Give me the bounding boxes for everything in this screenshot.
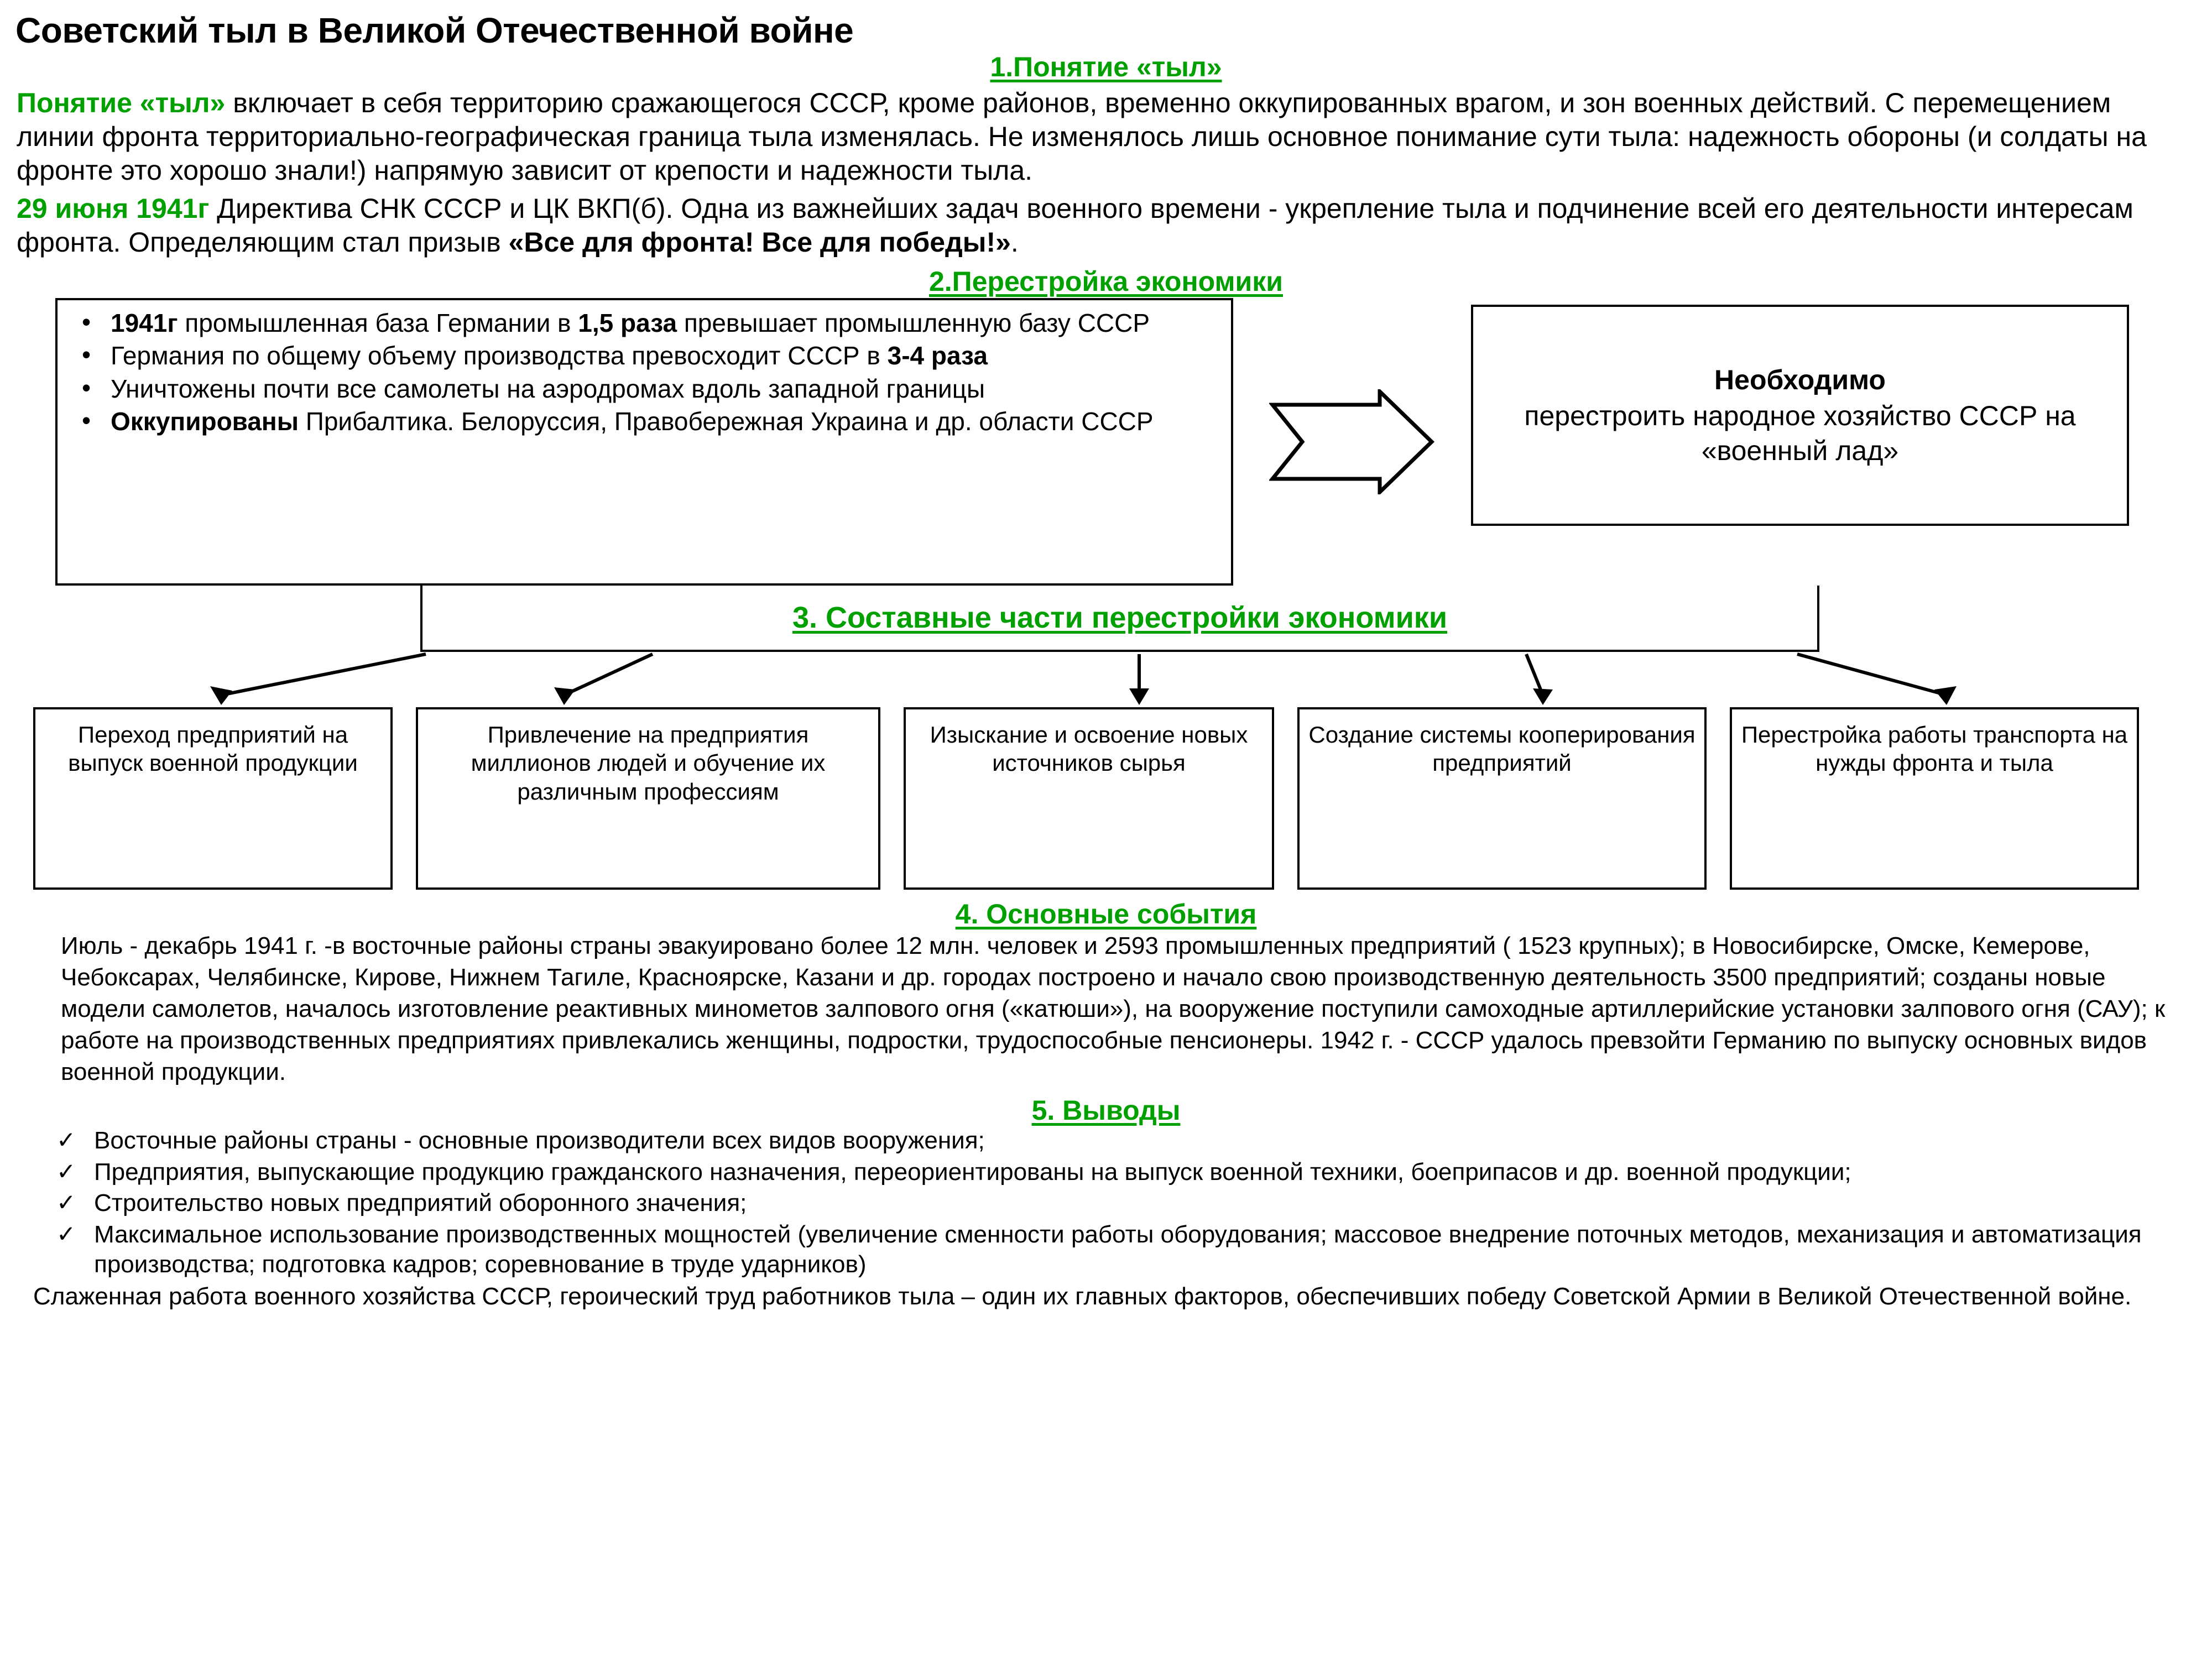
section-heading-2: 2.Перестройка экономики bbox=[928, 265, 1284, 297]
section4-paragraph: Июль - декабрь 1941 г. -в восточные райо… bbox=[61, 932, 2166, 1086]
section1-paragraph-2-tail: . bbox=[1010, 226, 1019, 258]
list-item: 1941г промышленная база Германии в 1,5 р… bbox=[71, 307, 1218, 338]
list-item: Оккупированы Прибалтика. Белоруссия, Пра… bbox=[71, 405, 1218, 437]
conclusions-list: Восточные районы страны - основные произ… bbox=[33, 1126, 2195, 1280]
card-transport-restructuring: Перестройка работы транспорта на нужды ф… bbox=[1730, 707, 2139, 890]
section-heading-1: 1.Понятие «тыл» bbox=[990, 51, 1222, 83]
section3-cards-row: Переход предприятий на выпуск военной пр… bbox=[33, 707, 2201, 890]
bullet-0-mid: промышленная база Германии в bbox=[178, 309, 578, 338]
date-highlight: 29 июня 1941г bbox=[17, 192, 210, 224]
section1-paragraph-1: Понятие «тыл» включает в себя территорию… bbox=[17, 86, 2193, 187]
arrow-cell bbox=[1233, 298, 1471, 586]
bullet-2-mid: Уничтожены почти все самолеты на аэродро… bbox=[111, 374, 985, 403]
list-item: Максимальное использование производствен… bbox=[33, 1220, 2195, 1280]
page-title: Советский тыл в Великой Отечественной во… bbox=[15, 11, 854, 50]
bullet-1-bold-mid: 3-4 раза bbox=[887, 341, 988, 370]
card-1-label: Привлечение на предприятия миллионов люд… bbox=[471, 722, 826, 805]
section-heading-4: 4. Основные события bbox=[955, 899, 1257, 930]
card-0-label: Переход предприятий на выпуск военной пр… bbox=[68, 722, 358, 776]
section1-paragraph-1-body: включает в себя территорию сражающегося … bbox=[17, 87, 2147, 186]
bullet-0-bold-start: 1941г bbox=[111, 309, 178, 338]
slogan-text: «Все для фронта! Все для победы!» bbox=[508, 226, 1011, 258]
term-tyl-highlight: Понятие «тыл» bbox=[17, 87, 226, 118]
bullet-0-end: превышает промышленную базу СССР bbox=[677, 309, 1150, 338]
closing-paragraph: Слаженная работа военного хозяйства СССР… bbox=[33, 1282, 2132, 1310]
card-transition-to-military: Переход предприятий на выпуск военной пр… bbox=[33, 707, 393, 890]
list-item: Уничтожены почти все самолеты на аэродро… bbox=[71, 373, 1218, 404]
necessity-box: Необходимо перестроить народное хозяйств… bbox=[1471, 305, 2129, 526]
card-cooperation-system: Создание системы кооперирования предприя… bbox=[1297, 707, 1707, 890]
card-workforce-training: Привлечение на предприятия миллионов люд… bbox=[416, 707, 880, 890]
list-item: Строительство новых предприятий оборонно… bbox=[33, 1188, 2195, 1219]
section-heading-3: 3. Составные части перестройки экономики bbox=[792, 600, 1448, 634]
economy-problems-box: 1941г промышленная база Германии в 1,5 р… bbox=[55, 298, 1233, 586]
list-item: Восточные районы страны - основные произ… bbox=[33, 1126, 2195, 1156]
section3-band: 3. Составные части перестройки экономики bbox=[420, 586, 1819, 652]
necessity-body: перестроить народное хозяйство СССР на «… bbox=[1524, 400, 2076, 466]
bullet-3-bold-start: Оккупированы bbox=[111, 406, 299, 436]
section2-row: 1941г промышленная база Германии в 1,5 р… bbox=[55, 298, 2202, 586]
section1-paragraph-2: 29 июня 1941г Директива СНК СССР и ЦК ВК… bbox=[17, 192, 2193, 259]
connector-arrows bbox=[210, 652, 1957, 706]
bullet-0-bold-mid: 1,5 раза bbox=[578, 309, 677, 338]
block-arrow-right-icon bbox=[1269, 389, 1435, 495]
necessity-title: Необходимо bbox=[1714, 364, 1886, 395]
card-2-label: Изыскание и освоение новых источников сы… bbox=[930, 722, 1248, 776]
document-page: Советский тыл в Великой Отечественной во… bbox=[0, 12, 2212, 1671]
card-4-label: Перестройка работы транспорта на нужды ф… bbox=[1741, 722, 2128, 776]
bullet-1-mid: Германия по общему объему производства п… bbox=[111, 341, 888, 370]
card-new-raw-materials: Изыскание и освоение новых источников сы… bbox=[904, 707, 1274, 890]
bullet-3-mid: Прибалтика. Белоруссия, Правобережная Ук… bbox=[299, 406, 1154, 436]
economy-problems-list: 1941г промышленная база Германии в 1,5 р… bbox=[71, 307, 1218, 437]
list-item: Германия по общему объему производства п… bbox=[71, 340, 1218, 371]
list-item: Предприятия, выпускающие продукцию гражд… bbox=[33, 1157, 2195, 1188]
card-3-label: Создание системы кооперирования предприя… bbox=[1308, 722, 1695, 776]
section-heading-5: 5. Выводы bbox=[1031, 1094, 1181, 1126]
section1-paragraph-2-body: Директива СНК СССР и ЦК ВКП(б). Одна из … bbox=[17, 192, 2133, 258]
